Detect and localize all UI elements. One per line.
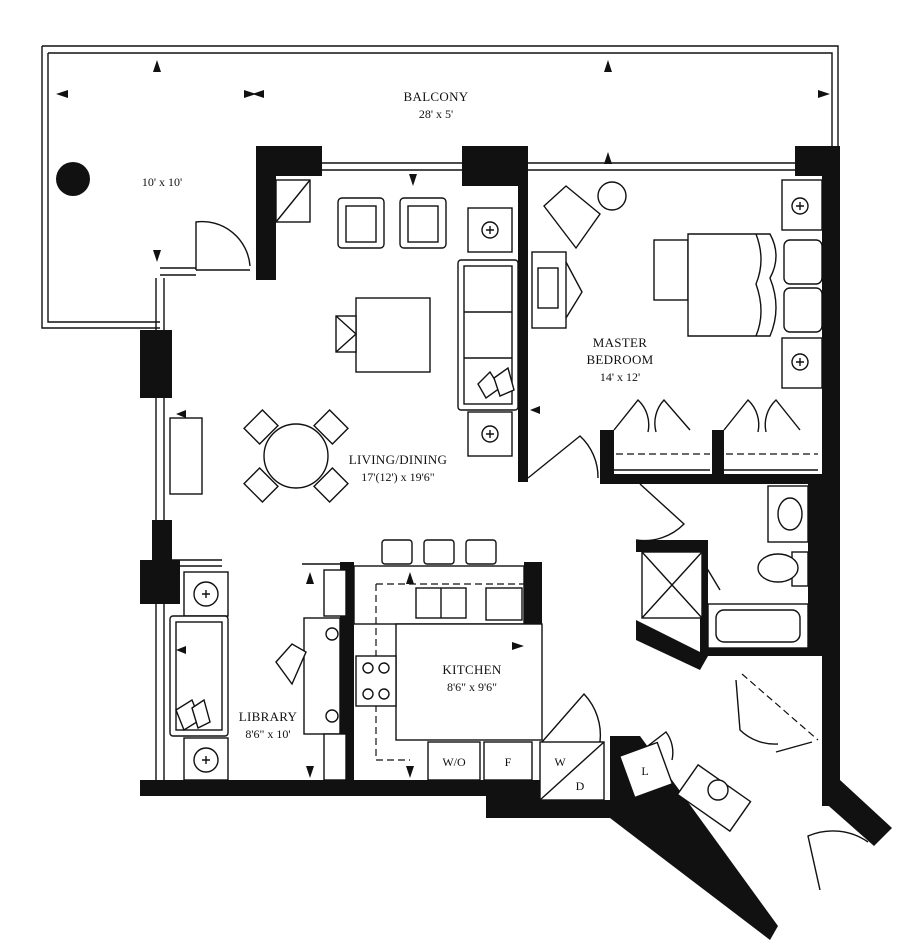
walls [140,146,892,940]
living-furniture [169,179,519,565]
balcony-post-icon [56,162,90,196]
linen-closet-label: L [641,764,648,778]
room-labels: BALCONY 28' x 5' 10' x 10' MASTER BEDROO… [142,89,654,793]
kitchen-label: KITCHEN [442,662,501,677]
balcony-dimension-arrows [56,60,830,262]
living-dining-dims: 17'(12') x 19'6" [361,470,434,484]
library-dims: 8'6" x 10' [245,727,290,741]
fridge-closet-label: F [505,755,512,769]
balcony-label: BALCONY [404,89,469,104]
bedroom-furniture [531,179,823,471]
dryer-label: D [576,779,585,793]
master-bedroom-label-line1: MASTER [593,335,648,350]
master-bedroom-label-line2: BEDROOM [586,352,653,367]
balcony [41,45,839,329]
walk-out-closet-label: W/O [442,755,466,769]
library-label: LIBRARY [239,709,298,724]
master-bedroom-dims: 14' x 12' [600,370,640,384]
doors [195,220,869,891]
balcony-dims: 28' x 5' [419,107,453,121]
kitchen-fixtures [353,565,819,833]
balcony-side-dims: 10' x 10' [142,175,182,189]
kitchen-dims: 8'6" x 9'6" [447,680,497,694]
library-furniture [169,406,540,781]
living-dining-label: LIVING/DINING [349,452,448,467]
washer-label: W [554,755,566,769]
bathroom-fixtures [641,485,809,649]
